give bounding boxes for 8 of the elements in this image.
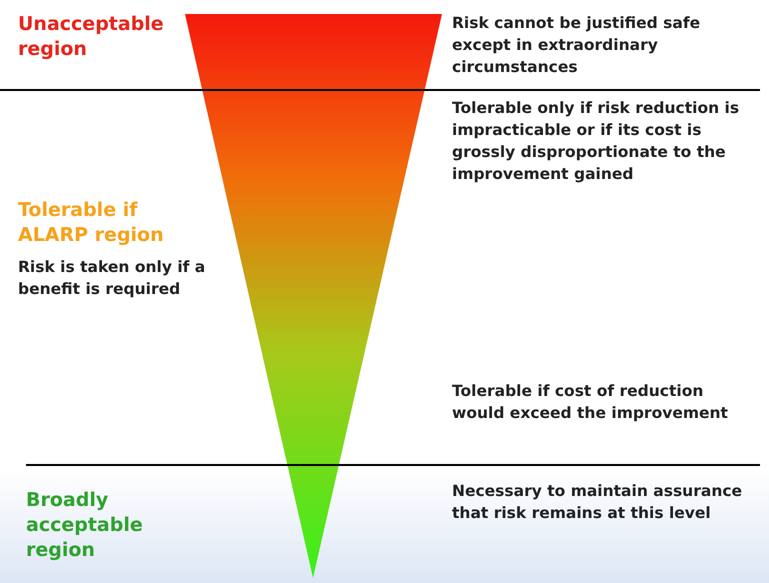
region-description: Necessary to maintain assurance that risk remains at this level — [452, 481, 744, 524]
region-heading: Broadly acceptable region — [26, 488, 144, 563]
region-description: Risk is taken only if a benefit is required — [18, 257, 206, 300]
region-heading: Tolerable if ALARP region — [18, 198, 165, 248]
region-description: Tolerable if cost of reduction would exceed the improvement — [452, 381, 729, 424]
region-heading: Unacceptable region — [18, 12, 165, 62]
region-description: Risk cannot be justified safe except in extraordinary circumstances — [452, 13, 702, 78]
region-description: Tolerable only if risk reduction is impracticable or if its cost is grossly disproportionate to the improvement gained — [452, 98, 740, 185]
